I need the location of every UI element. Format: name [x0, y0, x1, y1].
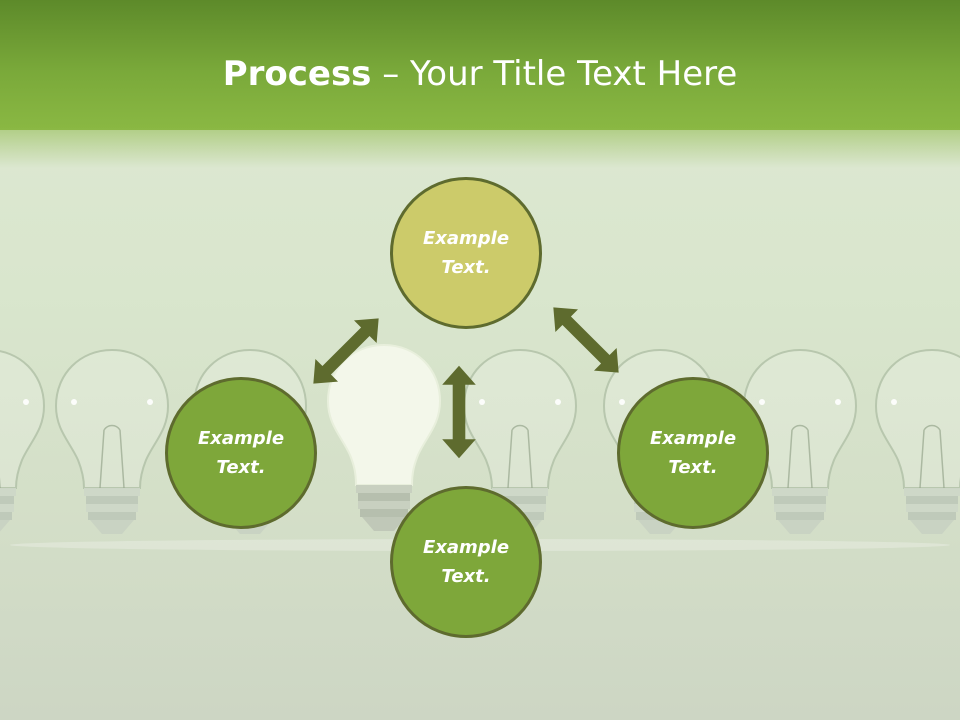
- arrow-top-right: [542, 296, 630, 384]
- node-bottom-line2: Text.: [441, 566, 491, 587]
- node-top-line1: Example: [422, 228, 510, 249]
- glowing-bulb-icon: [326, 343, 442, 531]
- header-fade: [0, 128, 960, 168]
- node-left-line2: Text.: [216, 457, 266, 478]
- arrow-top-left: [302, 307, 390, 395]
- node-bottom-line1: Example: [422, 537, 510, 558]
- arrow-vertical: [442, 365, 476, 459]
- node-top-line2: Text.: [441, 257, 491, 278]
- node-right-line1: Example: [649, 428, 737, 449]
- node-right-line2: Text.: [668, 457, 718, 478]
- title-rest: – Your Title Text Here: [371, 54, 738, 94]
- slide-title: Process – Your Title Text Here: [0, 52, 960, 96]
- title-bold: Process: [222, 54, 372, 94]
- header-band: [0, 0, 960, 130]
- node-left-line1: Example: [197, 428, 285, 449]
